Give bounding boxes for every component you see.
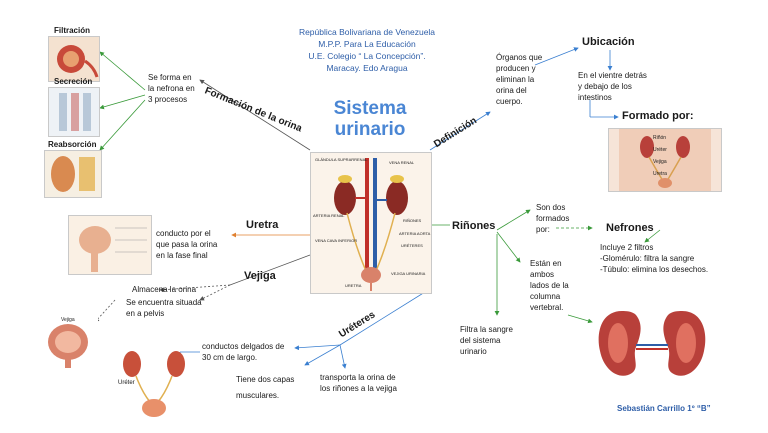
- branch-uretra: Uretra: [246, 219, 279, 231]
- branch-vejiga: Vejiga: [244, 270, 276, 282]
- nefrones-line: -Glomérulo: filtra la sangre: [600, 254, 695, 263]
- nefrones-label: Nefrones: [606, 222, 654, 234]
- label-vejiga-urinaria: VEJIGA URINARIA: [391, 271, 426, 276]
- label-arteria-aorta: ARTERIA AORTA: [399, 231, 431, 236]
- definicion-text: Órganos que producen y eliminan la orina…: [496, 52, 542, 107]
- uretra-image: [68, 215, 152, 275]
- ubicacion-label: Ubicación: [582, 36, 635, 48]
- definicion-line: eliminan la: [496, 75, 535, 84]
- author-credit: Sebastián Carrillo 1º “B”: [617, 404, 711, 413]
- label-vena-cava: VENA CAVA INFERIOR: [315, 238, 358, 243]
- label-glandula: GLÁNDULA SUPRARRENAL: [315, 157, 368, 162]
- ureteres-conductos: conductos delgados de 30 cm de largo.: [202, 341, 284, 363]
- capas-line: musculares.: [236, 391, 280, 400]
- vejiga-text-1: Almacena la orina: [132, 285, 197, 294]
- estan-line: Están en: [530, 259, 562, 268]
- ureter-image-label: Uréter: [118, 380, 135, 386]
- kidney-image: [592, 305, 712, 385]
- title-line-2: urinario: [334, 119, 406, 140]
- capas-line: Tiene dos capas: [236, 375, 295, 384]
- header-line-3: U.E. Colegio “ La Concepción”.: [308, 51, 426, 61]
- formado-label-vejiga: Vejiga: [653, 159, 667, 165]
- label-ureteres: URÉTERES: [401, 243, 423, 248]
- secrecion-image: [48, 87, 100, 137]
- ubicacion-line: intestinos: [578, 93, 612, 102]
- vejiga-image-label: Vejiga: [61, 317, 75, 323]
- nefrones-line: Incluye 2 filtros: [600, 243, 654, 252]
- uretra-line: en la fase final: [156, 251, 208, 260]
- formado-label-ureter: Uréter: [653, 147, 667, 153]
- estan-line: vertebral.: [530, 303, 564, 312]
- filtracion-label: Filtración: [54, 26, 91, 35]
- label-rinones: RIÑONES: [403, 218, 422, 223]
- filtra-line: del sistema: [460, 336, 501, 345]
- rinones-sondos: Son dos formados por:: [536, 202, 569, 235]
- formacion-text: Se forma en la nefrona en 3 procesos: [148, 72, 195, 105]
- ureter-image: Uréter: [118, 350, 190, 420]
- filtra-line: Filtra la sangre: [460, 325, 513, 334]
- estan-line: ambos: [530, 270, 555, 279]
- ubicacion-line: y debajo de los: [578, 82, 632, 91]
- branch-rinones: Riñones: [452, 220, 496, 232]
- definicion-line: producen y: [496, 64, 536, 73]
- rinones-filtra: Filtra la sangre del sistema urinario: [460, 324, 513, 357]
- sondos-line: por:: [536, 225, 550, 234]
- label-vena-renal: VENA RENAL: [389, 160, 415, 165]
- formacion-text-line: Se forma en: [148, 73, 192, 82]
- nefrones-text: Incluye 2 filtros -Glomérulo: filtra la …: [600, 242, 708, 275]
- filtracion-image: [48, 36, 100, 82]
- uretra-line: que pasa la orina: [156, 240, 218, 249]
- ureteres-capas: Tiene dos capas musculares.: [236, 372, 294, 404]
- formacion-text-line: la nefrona en: [148, 84, 195, 93]
- vejiga-text-line: Se encuentra situada: [126, 298, 202, 307]
- formado-label-rinon: Riñón: [653, 135, 667, 141]
- estan-line: lados de la: [530, 281, 569, 290]
- conductos-line: 30 cm de largo.: [202, 353, 258, 362]
- sondos-line: Son dos: [536, 203, 566, 212]
- definicion-line: orina del: [496, 86, 527, 95]
- urinary-system-image: GLÁNDULA SUPRARRENAL VENA RENAL ARTERIA …: [310, 152, 432, 294]
- body-location-image: Riñón Uréter Vejiga Uretra: [608, 128, 722, 192]
- filtra-line: urinario: [460, 347, 487, 356]
- sondos-line: formados: [536, 214, 570, 223]
- reabsorcion-label: Reabsorción: [48, 140, 97, 149]
- uretra-line: conducto por el: [156, 229, 211, 238]
- ureteres-transporta: transporta la orina de los riñones a la …: [320, 372, 397, 394]
- label-arteria-renal: ARTERIA RENAL: [313, 213, 345, 218]
- rinones-estan: Están en ambos lados de la columna verte…: [530, 258, 569, 313]
- map-title: Sistema urinario: [310, 98, 430, 140]
- uretra-text: conducto por el que pasa la orina en la …: [156, 228, 217, 261]
- ubicacion-line: En el vientre detrás: [578, 71, 647, 80]
- header-line-2: M.P.P. Para La Educación: [318, 39, 416, 49]
- title-line-1: Sistema: [333, 98, 407, 119]
- conductos-line: conductos delgados de: [202, 342, 285, 351]
- urinary-anatomy-illustration: [334, 158, 408, 291]
- vejiga-text-line: en a pelvis: [126, 309, 165, 318]
- formado-label-uretra: Uretra: [653, 171, 667, 177]
- transporta-line: los riñones a la vejiga: [320, 384, 397, 393]
- nefrones-line: -Túbulo: elimina los desechos.: [600, 265, 709, 274]
- secrecion-label: Secreción: [54, 77, 93, 86]
- formado-label: Formado por:: [622, 110, 694, 122]
- transporta-line: transporta la orina de: [320, 373, 396, 382]
- school-header: República Bolivariana de Venezuela M.P.P…: [262, 26, 472, 74]
- vejiga-image: Vejiga: [38, 315, 98, 371]
- ubicacion-text: En el vientre detrás y debajo de los int…: [578, 70, 647, 103]
- label-uretra: URETRA: [345, 283, 362, 288]
- estan-line: columna: [530, 292, 561, 301]
- definicion-line: cuerpo.: [496, 97, 523, 106]
- header-line-1: República Bolivariana de Venezuela: [298, 27, 436, 37]
- vejiga-text-2: Se encuentra situada en a pelvis: [126, 297, 202, 319]
- reabsorcion-image: [44, 150, 102, 198]
- definicion-line: Órganos que: [496, 53, 543, 62]
- formacion-text-line: 3 procesos: [148, 95, 188, 104]
- header-line-4: Maracay. Edo Aragua: [326, 63, 408, 73]
